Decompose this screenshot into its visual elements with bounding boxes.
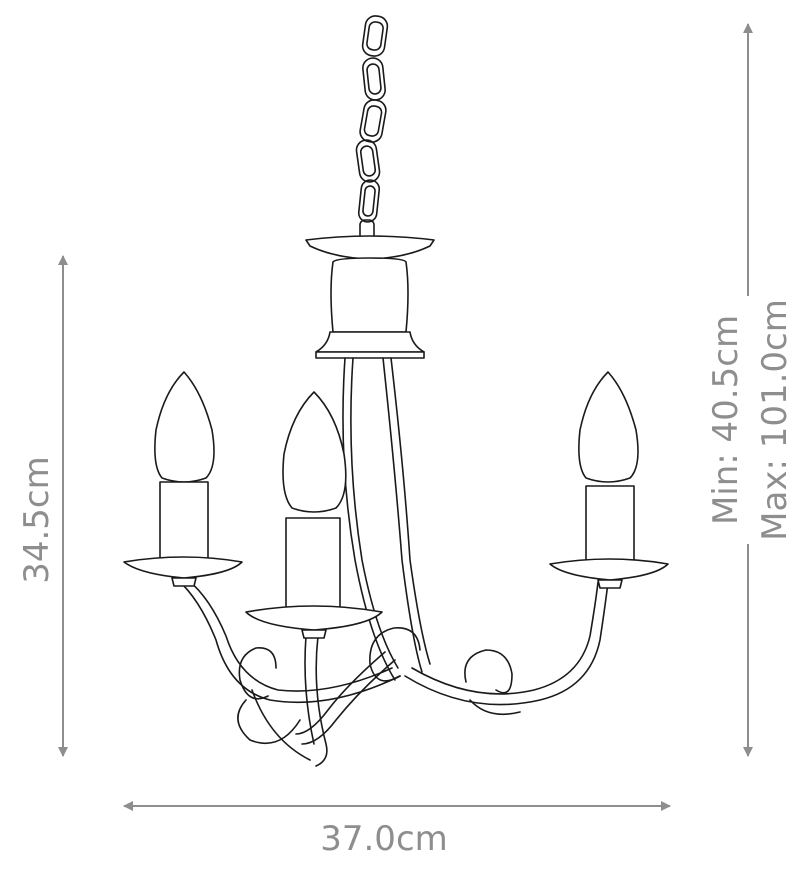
drop-max-label: Max: 101.0cm [755,299,795,541]
drop-min-label: Min: 40.5cm [706,315,746,525]
scroll-arm-icon [177,579,609,767]
chain-icon [355,15,389,241]
candle-bulb-icon [245,391,383,639]
ceiling-cup-icon [305,235,435,359]
dimension-lines [58,23,753,811]
width-label: 37.0cm [320,819,448,859]
central-stems [342,357,431,681]
height-label: 34.5cm [17,456,57,584]
candle-bulb-icon [123,371,243,587]
candle-bulb-icon [549,371,669,589]
chandelier-drawing [123,15,669,767]
